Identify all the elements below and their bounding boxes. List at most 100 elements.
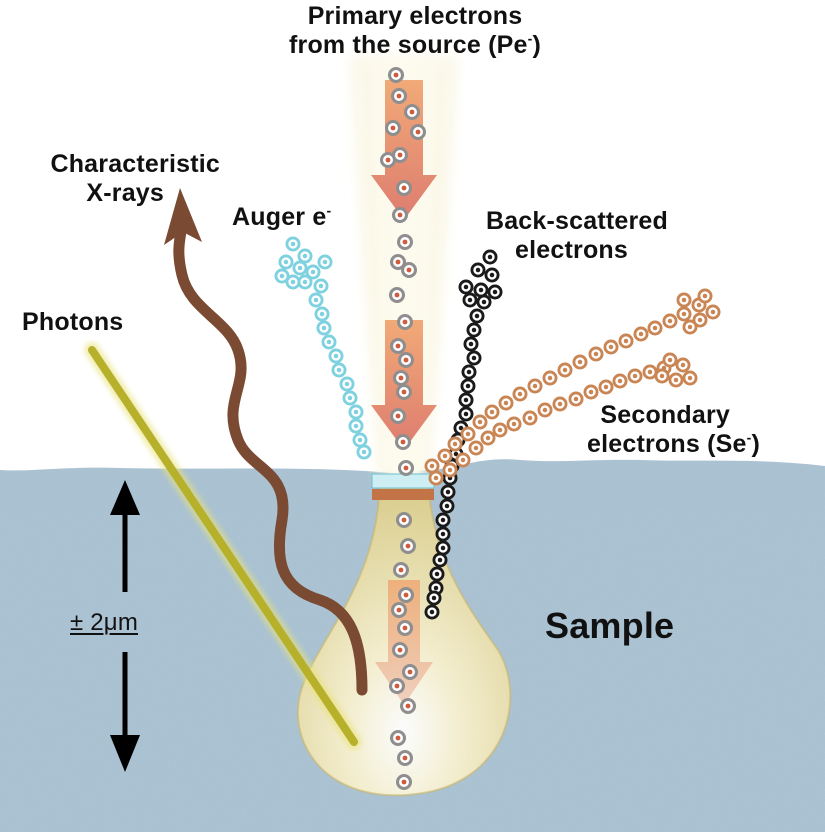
primary-electrons-label: Primary electrons from the source (Pe-) (250, 2, 580, 60)
auger-electron (297, 274, 313, 290)
backscattered-electron (440, 484, 456, 500)
secondary-electron (598, 379, 614, 395)
primary-electron (390, 730, 406, 746)
xray-arrowhead (164, 188, 202, 245)
secondary-electron (675, 357, 691, 373)
secondary-electron (522, 410, 538, 426)
secondary-electron (512, 386, 528, 402)
depth-label-text: ± 2μm (70, 609, 139, 636)
secondary-electron (498, 395, 514, 411)
primary-label-line1: Primary electrons (307, 2, 523, 30)
primary-electron (402, 664, 418, 680)
secondary-electron (484, 404, 500, 420)
secondary-electron (506, 416, 522, 432)
primary-electron (390, 338, 406, 354)
backscattered-label-line2: electrons (515, 236, 628, 264)
auger-electron (285, 274, 301, 290)
secondary-electron (612, 373, 628, 389)
photon-beam (88, 346, 358, 746)
backscattered-electron (473, 282, 489, 298)
primary-electron (400, 538, 416, 554)
secondary-electron (603, 339, 619, 355)
auger-label-text: Auger e (232, 203, 327, 231)
secondary-electron (542, 370, 558, 386)
depth-arrow (110, 480, 140, 772)
depth-arrow-head-up (110, 480, 140, 515)
primary-electron (397, 314, 413, 330)
primary-electron (380, 152, 396, 168)
secondary-electron (472, 414, 488, 430)
xrays-label-line1: Characteristic (50, 150, 220, 178)
primary-electron (398, 460, 414, 476)
secondary-electron (568, 391, 584, 407)
backscattered-electron (484, 267, 500, 283)
backscattered-electron (426, 590, 442, 606)
secondary-electron (676, 306, 692, 322)
primary-electron (397, 750, 413, 766)
secondary-electron (492, 422, 508, 438)
auger-electron (285, 236, 301, 252)
surface-interaction-band-cyan (371, 473, 435, 489)
secondary-electron (697, 288, 713, 304)
auger-electron (292, 260, 308, 276)
secondary-label-close: ) (751, 430, 760, 458)
primary-electron (397, 620, 413, 636)
primary-electron (390, 408, 406, 424)
primary-electron (385, 120, 401, 136)
secondary-electron (460, 426, 476, 442)
primary-electron (398, 587, 414, 603)
primary-electron (392, 147, 408, 163)
secondary-electron (424, 458, 440, 474)
sample-label: Sample (545, 605, 675, 646)
auger-electron (328, 348, 344, 364)
backscattered-electron (458, 406, 474, 422)
primary-electron (389, 287, 405, 303)
backscattered-electron (460, 378, 476, 394)
primary-electron (391, 602, 407, 618)
backscattered-electron (435, 526, 451, 542)
secondary-electron (583, 384, 599, 400)
backscattered-electron (470, 262, 486, 278)
secondary-electron (428, 470, 444, 486)
backscattered-electron (439, 498, 455, 514)
primary-electron (401, 262, 417, 278)
backscattered-electron (469, 308, 485, 324)
primary-label-sup: - (527, 30, 533, 47)
primary-electron (395, 434, 411, 450)
auger-electron (331, 362, 347, 378)
auger-electron (305, 264, 321, 280)
primary-electron (391, 88, 407, 104)
auger-electron (352, 432, 368, 448)
primary-label-close: ) (532, 31, 541, 59)
secondary-electron (705, 304, 721, 320)
auger-electron (314, 306, 330, 322)
secondary-electron (557, 362, 573, 378)
secondary-electron (537, 402, 553, 418)
primary-electron (396, 384, 412, 400)
auger-label-sup: - (326, 202, 332, 219)
secondary-electron (618, 333, 634, 349)
secondary-label-sup: - (746, 429, 752, 446)
auger-electron (339, 376, 355, 392)
secondary-electron (527, 378, 543, 394)
xrays-label-line2: X-rays (86, 179, 164, 207)
primary-label-text: from the source (Pe (289, 31, 528, 59)
secondary-electron (455, 452, 471, 468)
backscattered-electron (466, 350, 482, 366)
secondary-electron (627, 368, 643, 384)
depth-label: ± 2μm (70, 608, 138, 637)
auger-electron (348, 404, 364, 420)
primary-electron (398, 352, 414, 368)
interaction-volume-rim (296, 479, 512, 797)
secondary-electrons (424, 288, 721, 486)
xrays-label: Characteristic X-rays (6, 150, 220, 208)
secondary-electron (647, 320, 663, 336)
primary-electron (404, 104, 420, 120)
primary-electron (393, 370, 409, 386)
backscattered-electron (462, 292, 478, 308)
backscattered-label: Back-scattered electrons (458, 207, 668, 265)
auger-electron (316, 320, 332, 336)
secondary-electron (642, 364, 658, 380)
